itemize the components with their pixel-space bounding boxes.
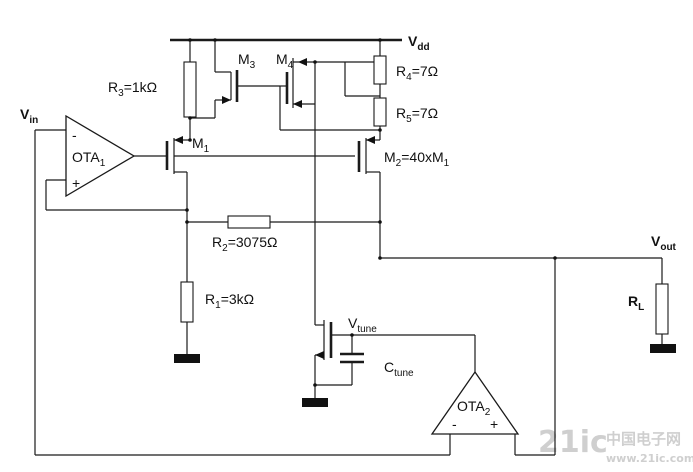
ota2-label: OTA2: [457, 398, 491, 418]
ota2-triangle: [430, 370, 520, 435]
ota2-minus: -: [452, 416, 457, 432]
ota1-plus: +: [72, 175, 80, 191]
ground-r1: [174, 354, 200, 363]
r4-r5-chain: [280, 40, 387, 140]
transistor-m4: [279, 58, 380, 130]
r1-label: R1=3kΩ: [205, 291, 254, 311]
r2-label: R2=3075Ω: [212, 234, 277, 254]
ota1-triangle: [65, 114, 136, 198]
resistor-r1: [180, 281, 194, 323]
transistor-mtune: [314, 320, 476, 385]
vout-label: Vout: [651, 233, 677, 253]
resistor-r5: [373, 97, 387, 127]
watermark-url: www.21ic.com: [606, 452, 693, 465]
transistor-m3: [190, 40, 280, 119]
resistor-r2: [227, 215, 271, 229]
r4-label: R4=7Ω: [396, 63, 438, 83]
m3-label: M3: [238, 51, 256, 71]
rl-label: RL: [628, 293, 644, 313]
vin-label: Vin: [20, 106, 38, 126]
ground-rl: [650, 344, 676, 353]
m2-label: M2=40xM1: [384, 149, 450, 169]
r3-branch: [183, 40, 197, 140]
transistor-m1: [134, 136, 355, 210]
m4-label: M4: [276, 51, 294, 71]
resistor-rl: [655, 283, 669, 335]
watermark-logo: 21ic 中国电子网 www.21ic.com: [538, 425, 693, 465]
transistor-m2: [357, 136, 381, 258]
r3-label: R3=1kΩ: [108, 79, 157, 99]
capacitor-ctune: [302, 335, 364, 407]
ota1-label: OTA1: [72, 149, 106, 169]
r2-branch: [187, 215, 380, 229]
ota2-plus: +: [490, 416, 498, 432]
watermark-text: 21ic: [538, 425, 608, 460]
ota1-minus: -: [72, 127, 77, 143]
resistor-r4: [373, 55, 387, 85]
ota2: OTA2 - +: [430, 370, 520, 435]
rl-branch: [650, 258, 676, 353]
junctions: [185, 38, 557, 387]
ground-tune: [302, 398, 328, 407]
watermark-cn: 中国电子网: [606, 430, 681, 448]
ctune-label: Ctune: [384, 359, 414, 379]
resistor-r3: [183, 61, 197, 118]
r5-label: R5=7Ω: [396, 105, 438, 125]
m1-label: M1: [192, 135, 210, 155]
ota1: OTA1 - +: [65, 114, 136, 198]
r1-branch: [174, 210, 200, 363]
vtune-label: Vtune: [348, 315, 377, 335]
vdd-label: Vdd: [408, 33, 430, 53]
